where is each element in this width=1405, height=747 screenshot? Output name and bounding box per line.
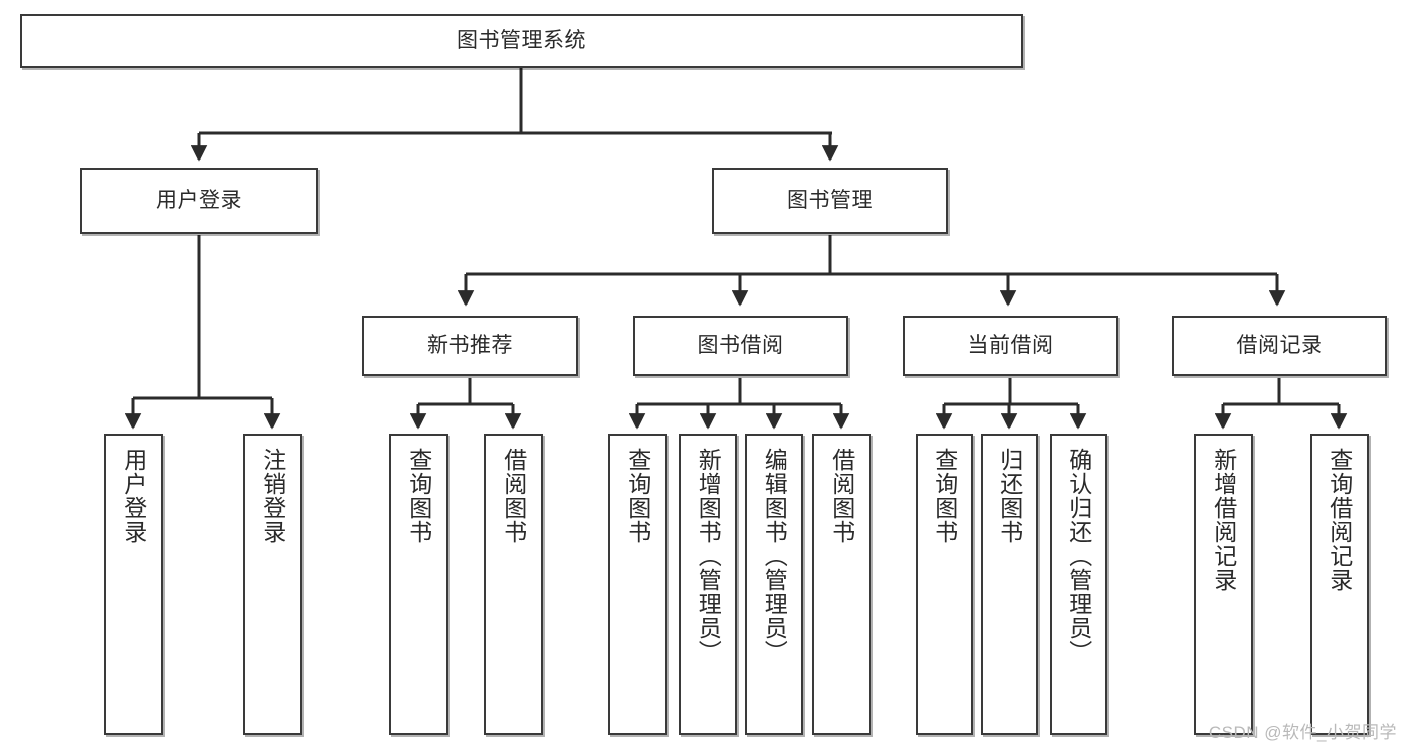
leaf-user-login-logout[interactable]: 注销登录	[243, 434, 302, 735]
node-root-book-management-system[interactable]: 图书管理系统	[20, 14, 1023, 68]
node-label: 图书借阅	[697, 334, 784, 358]
node-book-management[interactable]: 图书管理	[712, 168, 948, 234]
node-label: 用户登录	[156, 189, 242, 213]
node-label: 新增借阅记录	[1210, 448, 1237, 592]
node-label: 图书管理	[787, 189, 873, 213]
node-label: 归还图书	[996, 448, 1023, 544]
leaf-new-book-borrow-book[interactable]: 借阅图书	[484, 434, 543, 735]
node-book-borrow[interactable]: 图书借阅	[633, 316, 848, 376]
node-label: 借阅图书	[500, 448, 527, 544]
node-label: 图书管理系统	[457, 29, 586, 53]
node-borrow-record[interactable]: 借阅记录	[1172, 316, 1387, 376]
node-label: 确认归还（管理员）	[1065, 448, 1092, 664]
leaf-borrow-record-add-record[interactable]: 新增借阅记录	[1194, 434, 1253, 735]
node-label: 借阅图书	[828, 448, 855, 544]
node-label: 新增图书（管理员）	[695, 448, 722, 664]
leaf-user-login-login[interactable]: 用户登录	[104, 434, 163, 735]
node-current-borrow[interactable]: 当前借阅	[903, 316, 1118, 376]
leaf-current-borrow-confirm-return-admin[interactable]: 确认归还（管理员）	[1050, 434, 1107, 735]
csdn-watermark: CSDN @软件_小贺同学	[1208, 723, 1397, 742]
leaf-book-borrow-edit-book-admin[interactable]: 编辑图书（管理员）	[745, 434, 803, 735]
leaf-book-borrow-query-book[interactable]: 查询图书	[608, 434, 667, 735]
node-label: 查询图书	[624, 448, 651, 544]
leaf-borrow-record-query-record[interactable]: 查询借阅记录	[1310, 434, 1369, 735]
node-new-book-recommend[interactable]: 新书推荐	[362, 316, 578, 376]
node-label: 新书推荐	[427, 334, 513, 358]
node-label: 查询图书	[931, 448, 958, 544]
node-label: 借阅记录	[1236, 334, 1323, 358]
node-label: 当前借阅	[967, 334, 1054, 358]
node-label: 用户登录	[120, 448, 147, 544]
leaf-book-borrow-borrow-book[interactable]: 借阅图书	[812, 434, 871, 735]
leaf-book-borrow-add-book-admin[interactable]: 新增图书（管理员）	[679, 434, 737, 735]
node-label: 注销登录	[259, 448, 286, 544]
node-label: 编辑图书（管理员）	[761, 448, 788, 664]
node-label: 查询借阅记录	[1326, 448, 1353, 592]
leaf-current-borrow-query-book[interactable]: 查询图书	[916, 434, 973, 735]
node-user-login[interactable]: 用户登录	[80, 168, 318, 234]
leaf-new-book-query-book[interactable]: 查询图书	[389, 434, 448, 735]
node-label: 查询图书	[405, 448, 432, 544]
leaf-current-borrow-return-book[interactable]: 归还图书	[981, 434, 1038, 735]
